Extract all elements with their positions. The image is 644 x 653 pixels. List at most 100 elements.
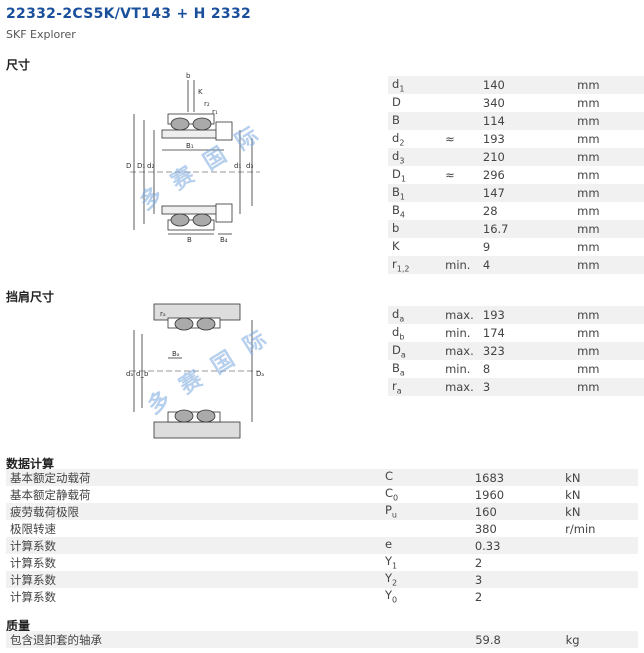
- param-qualifier: [443, 76, 481, 94]
- param-symbol: Y1: [381, 554, 471, 571]
- param-qualifier: [443, 238, 481, 256]
- symbol: e: [384, 537, 393, 552]
- symbol: D: [392, 342, 401, 357]
- param-symbol: Da: [388, 342, 444, 360]
- label-D: D: [126, 162, 131, 170]
- param-symbol: B1: [388, 184, 444, 202]
- param-value: 59.8: [471, 631, 562, 648]
- param-qualifier: min.: [445, 362, 471, 376]
- param-unit: [561, 537, 638, 554]
- symbol-subscript: a: [396, 386, 402, 396]
- symbol: B: [392, 202, 400, 217]
- param-unit: mm: [577, 240, 600, 254]
- label-Ba: Bₐ: [172, 350, 180, 358]
- param-name: 计算系数: [10, 555, 56, 570]
- param-value: 2: [474, 555, 483, 570]
- param-unit: kN: [561, 503, 638, 520]
- symbol: D: [392, 94, 401, 109]
- param-name: 包含退卸套的轴承: [6, 631, 382, 648]
- label-k: K: [198, 88, 203, 96]
- label-D1: D₁: [137, 162, 145, 170]
- param-unit: mm: [577, 132, 600, 146]
- param-unit: mm: [575, 306, 644, 324]
- param-value: 3: [470, 571, 562, 588]
- param-unit: mm: [577, 168, 600, 182]
- param-unit: mm: [575, 148, 644, 166]
- label-B: B: [187, 236, 192, 244]
- param-unit: mm: [577, 204, 600, 218]
- section-abutment: 挡肩尺寸: [6, 290, 55, 304]
- param-value: 340: [482, 96, 505, 110]
- param-symbol: B4: [388, 202, 443, 220]
- param-qualifier: max.: [443, 342, 481, 360]
- param-name: 计算系数: [10, 589, 56, 604]
- symbol: r: [392, 378, 397, 393]
- page-subtitle: SKF Explorer: [6, 28, 76, 41]
- label-b: b: [186, 72, 191, 80]
- symbol-subscript: 1: [392, 561, 398, 571]
- symbol: K: [392, 238, 400, 253]
- param-symbol: d2: [388, 130, 443, 148]
- symbol: B: [392, 360, 400, 375]
- param-qualifier: [443, 220, 481, 238]
- param-qualifier: [443, 184, 481, 202]
- symbol: Y: [384, 554, 392, 569]
- param-qualifier: min.: [443, 256, 481, 274]
- label-db: d_b: [136, 370, 149, 378]
- section-mass: 质量: [6, 619, 31, 633]
- param-value: 193: [480, 306, 576, 324]
- param-name: 计算系数: [6, 571, 381, 588]
- symbol-subscript: 0: [392, 595, 398, 605]
- param-value: 3: [480, 378, 576, 396]
- param-name: 基本额定动载荷: [6, 469, 381, 486]
- param-symbol: Y0: [381, 588, 471, 605]
- param-qualifier: [443, 148, 481, 166]
- param-symbol: b: [388, 220, 444, 238]
- symbol-subscript: 1: [399, 192, 405, 202]
- param-unit: mm: [575, 184, 644, 202]
- symbol: d: [392, 306, 400, 321]
- param-unit: mm: [577, 96, 600, 110]
- symbol: d: [392, 148, 400, 163]
- param-value: 1683: [470, 469, 562, 486]
- param-name: 极限转速: [10, 521, 56, 536]
- symbol-subscript: b: [399, 332, 405, 342]
- param-symbol: da: [388, 306, 444, 324]
- symbol: B: [392, 112, 400, 127]
- param-value: 16.7: [480, 220, 576, 238]
- label-r1: r₁: [212, 108, 218, 116]
- param-qualifier: ≈: [445, 168, 455, 182]
- symbol: C: [384, 469, 393, 484]
- symbol: d: [392, 324, 400, 339]
- label-B1: B₁: [186, 142, 194, 150]
- param-value: 0.33: [470, 537, 562, 554]
- param-qualifier: [443, 94, 481, 112]
- symbol-subscript: 1,2: [396, 264, 410, 274]
- symbol: d: [392, 76, 400, 91]
- label-B4: B₄: [220, 236, 228, 244]
- label-d1: d₁: [234, 162, 241, 170]
- param-value: 296: [482, 168, 505, 182]
- param-qualifier: [443, 202, 481, 220]
- param-symbol: Pu: [380, 503, 471, 520]
- param-symbol: ra: [388, 378, 444, 396]
- param-name: 基本额定静载荷: [10, 487, 91, 502]
- param-value: 323: [480, 342, 576, 360]
- label-r2: r₂: [204, 100, 210, 108]
- param-unit: r/min: [565, 521, 596, 536]
